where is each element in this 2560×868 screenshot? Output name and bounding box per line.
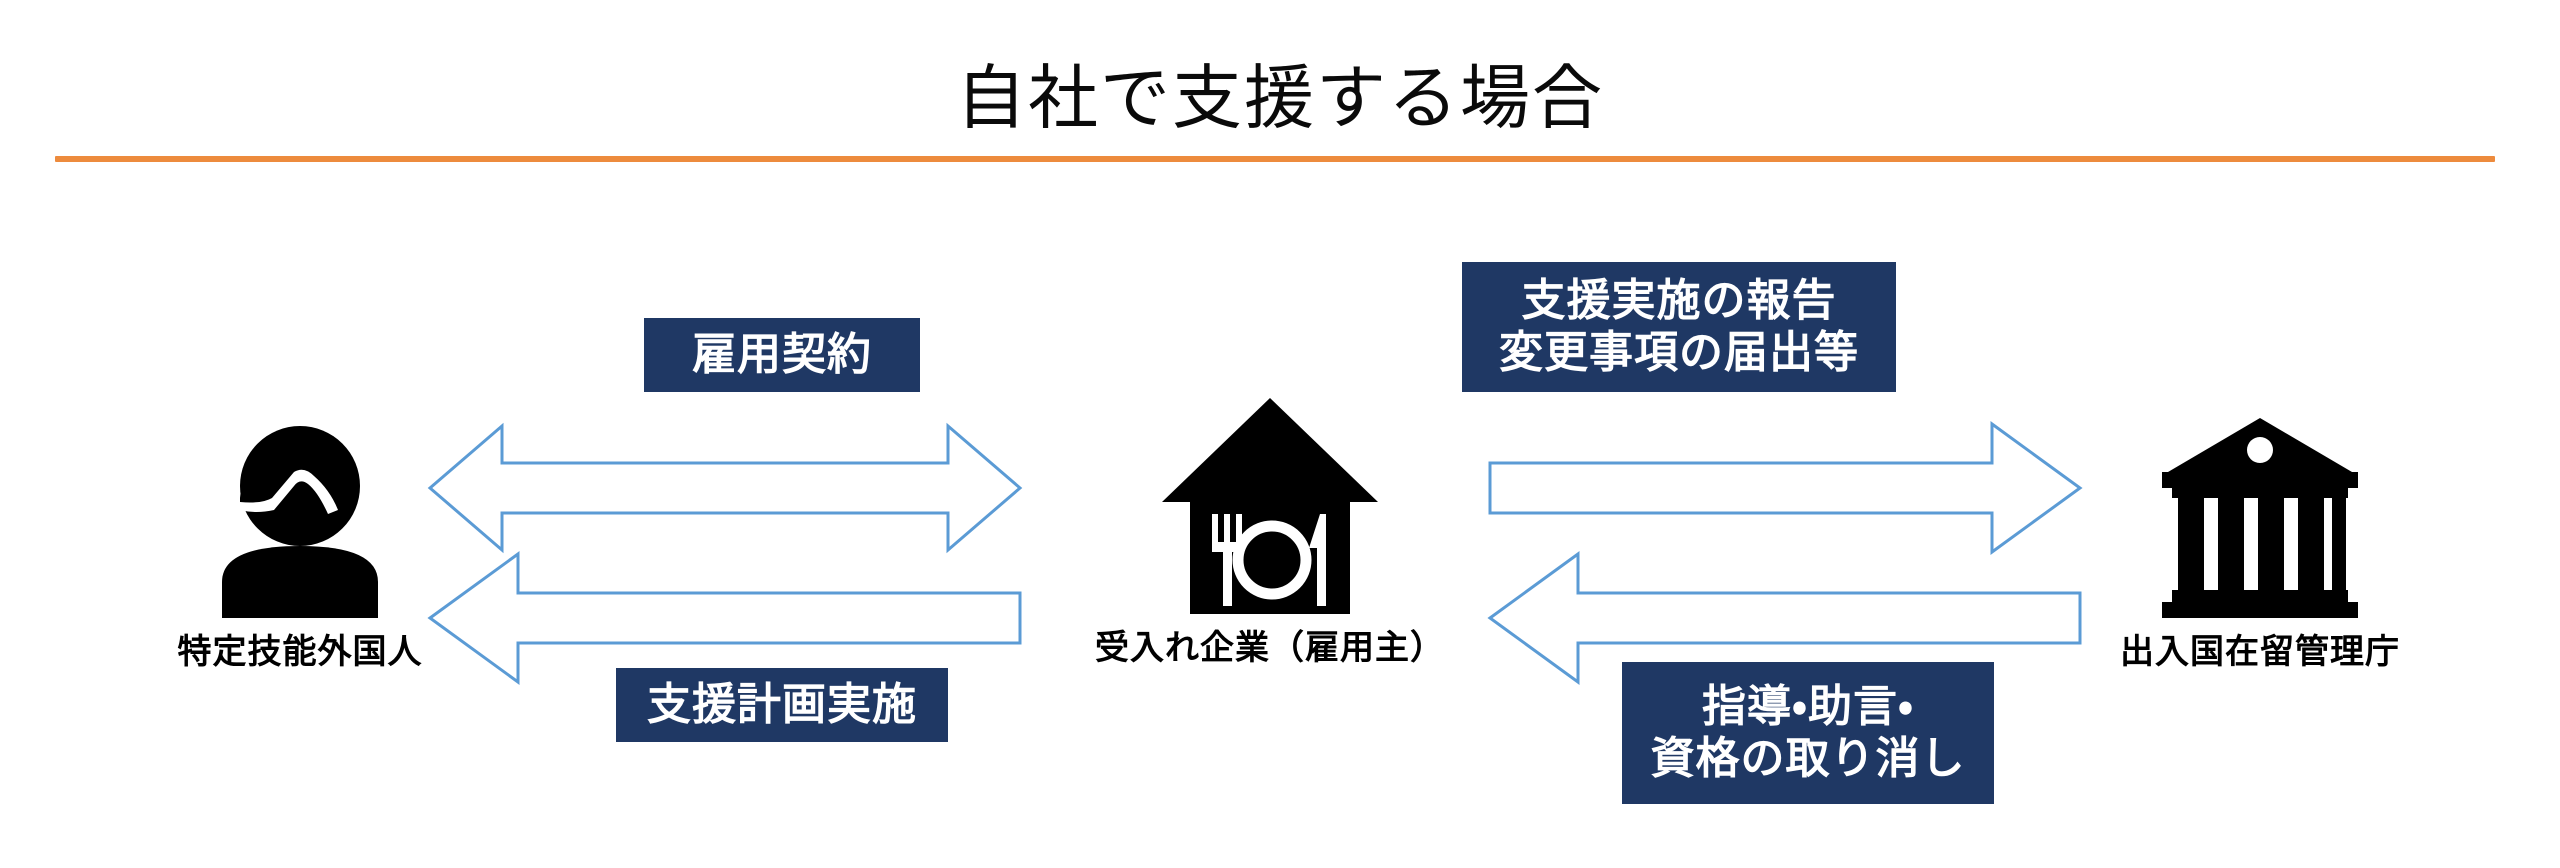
label-line: 資格の取り消し [1650, 734, 1966, 783]
label-support-report: 支援実施の報告 変更事項の届出等 [1462, 262, 1896, 392]
arrow-bidirectional-contract [427, 422, 1023, 554]
label-line: 支援実施の報告 [1521, 276, 1837, 326]
node-caption-worker: 特定技能外国人 [177, 633, 423, 671]
label-line: 支援計画実施 [647, 680, 917, 730]
government-building-icon [2162, 418, 2358, 618]
person-silhouette-icon [222, 426, 378, 618]
label-employment-contract: 雇用契約 [644, 318, 920, 392]
node-accepting-company: 受入れ企業（雇用主） [1020, 398, 1520, 669]
label-line: 変更事項の届出等 [1499, 328, 1859, 377]
label-line: 雇用契約 [692, 330, 872, 380]
label-guidance-advice-revocation: 指導・助言・ 資格の取り消し [1622, 662, 1994, 804]
page-title: 自社で支援する場合 [956, 58, 1604, 137]
node-caption-agency: 出入国在留管理庁 [2120, 633, 2400, 671]
node-immigration-services-agency: 出入国在留管理庁 [2060, 418, 2460, 673]
title-divider-rule [55, 156, 2495, 162]
node-specified-skilled-foreign-worker: 特定技能外国人 [110, 418, 490, 673]
arrow-left-guidance [1487, 551, 2082, 685]
restaurant-house-icon [1162, 398, 1378, 614]
node-caption-company: 受入れ企業（雇用主） [1095, 629, 1445, 667]
label-line: 指導・助言・ [1702, 682, 1914, 732]
arrow-left-support-plan [427, 551, 1022, 685]
arrow-right-report [1488, 421, 2083, 555]
label-support-plan-execution: 支援計画実施 [616, 668, 948, 742]
